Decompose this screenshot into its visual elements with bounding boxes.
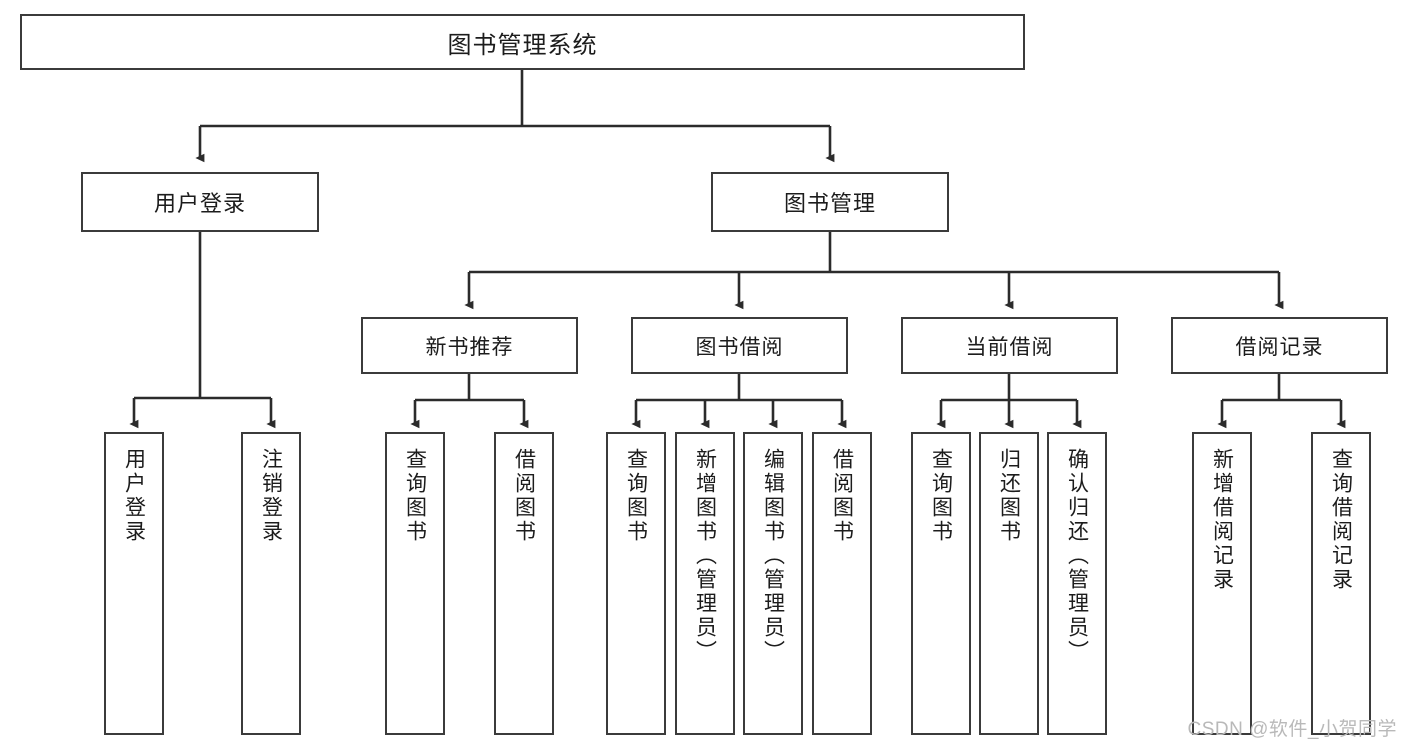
- node-root-system[interactable]: 图书管理系统: [20, 14, 1025, 70]
- node-book-management[interactable]: 图书管理: [711, 172, 949, 232]
- node-label: 借阅图书: [830, 448, 854, 544]
- node-label: 新增借阅记录: [1210, 448, 1234, 592]
- node-new-book-recommend[interactable]: 新书推荐: [361, 317, 578, 374]
- node-label: 借阅记录: [1235, 335, 1324, 359]
- node-current-borrow[interactable]: 当前借阅: [901, 317, 1118, 374]
- node-label: 图书管理: [783, 191, 876, 216]
- node-label: 新增图书（管理员）: [693, 448, 717, 664]
- leaf-current-return-book[interactable]: 归还图书: [979, 432, 1039, 735]
- node-label: 图书借阅: [695, 335, 784, 359]
- node-label: 用户登录: [122, 448, 146, 544]
- node-label: 当前借阅: [965, 335, 1054, 359]
- node-label: 查询图书: [624, 448, 648, 544]
- leaf-recommend-borrow-book[interactable]: 借阅图书: [494, 432, 554, 735]
- node-label: 编辑图书（管理员）: [761, 448, 785, 664]
- leaf-borrow-query-book[interactable]: 查询图书: [606, 432, 666, 735]
- leaf-recommend-query-book[interactable]: 查询图书: [385, 432, 445, 735]
- watermark: CSDN @软件_小贺同学: [1187, 719, 1397, 740]
- node-label: 用户登录: [153, 191, 246, 216]
- node-label: 借阅图书: [512, 448, 536, 544]
- leaf-record-add-record[interactable]: 新增借阅记录: [1192, 432, 1252, 735]
- leaf-current-confirm-return[interactable]: 确认归还（管理员）: [1047, 432, 1107, 735]
- node-label: 查询图书: [929, 448, 953, 544]
- leaf-record-query-record[interactable]: 查询借阅记录: [1311, 432, 1371, 735]
- leaf-user-login-signin[interactable]: 用户登录: [104, 432, 164, 735]
- node-label: 图书管理系统: [447, 31, 598, 59]
- leaf-borrow-borrow-book[interactable]: 借阅图书: [812, 432, 872, 735]
- node-book-borrow[interactable]: 图书借阅: [631, 317, 848, 374]
- leaf-user-login-signout[interactable]: 注销登录: [241, 432, 301, 735]
- node-label: 查询借阅记录: [1329, 448, 1353, 592]
- leaf-borrow-edit-book[interactable]: 编辑图书（管理员）: [743, 432, 803, 735]
- leaf-current-query-book[interactable]: 查询图书: [911, 432, 971, 735]
- node-label: 确认归还（管理员）: [1065, 448, 1089, 664]
- node-label: 新书推荐: [425, 335, 514, 359]
- leaf-borrow-add-book[interactable]: 新增图书（管理员）: [675, 432, 735, 735]
- node-user-login[interactable]: 用户登录: [81, 172, 319, 232]
- node-label: 归还图书: [997, 448, 1021, 544]
- node-borrow-record[interactable]: 借阅记录: [1171, 317, 1388, 374]
- node-label: 查询图书: [403, 448, 427, 544]
- node-label: 注销登录: [259, 448, 283, 544]
